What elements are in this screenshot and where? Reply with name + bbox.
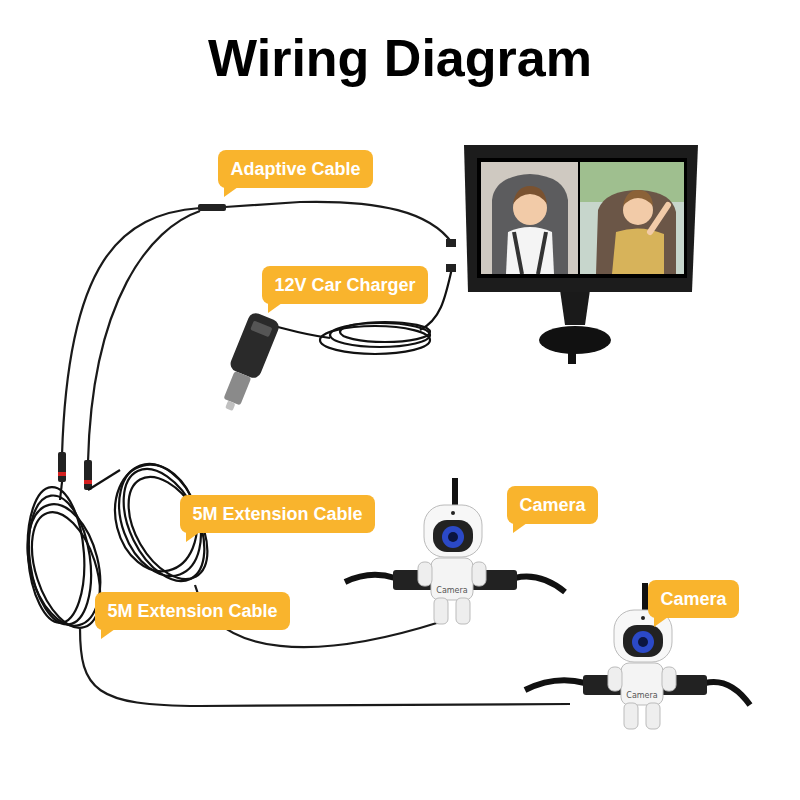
callout-tail	[268, 303, 282, 313]
callout-label: Camera	[507, 486, 598, 524]
callout-tail	[186, 532, 200, 542]
callout-text: Camera	[519, 495, 585, 516]
callout-text: 5M Extension Cable	[107, 601, 277, 622]
callout-label: Camera	[648, 580, 739, 618]
callout-tail	[224, 187, 238, 197]
callout-text: 12V Car Charger	[274, 275, 415, 296]
callout-label: 12V Car Charger	[262, 266, 428, 304]
body-print: Camera	[626, 691, 657, 700]
callout-text: Camera	[660, 589, 726, 610]
body-print: Camera	[436, 586, 467, 595]
car-charger	[214, 311, 281, 416]
cable-splitter	[198, 204, 226, 211]
callout-tail	[513, 523, 527, 533]
callout-tail	[101, 629, 115, 639]
camera	[525, 583, 750, 729]
cable-connectors	[58, 452, 92, 490]
adaptive-cable	[62, 202, 452, 462]
callout-text: Adaptive Cable	[230, 159, 360, 180]
camera-wire	[80, 585, 570, 706]
monitor	[446, 145, 698, 364]
callout-label: 5M Extension Cable	[180, 495, 375, 533]
callout-text: 5M Extension Cable	[192, 504, 362, 525]
callout-label: 5M Extension Cable	[95, 592, 290, 630]
diagram-title: Wiring Diagram	[0, 28, 800, 88]
callout-label: Adaptive Cable	[218, 150, 373, 188]
